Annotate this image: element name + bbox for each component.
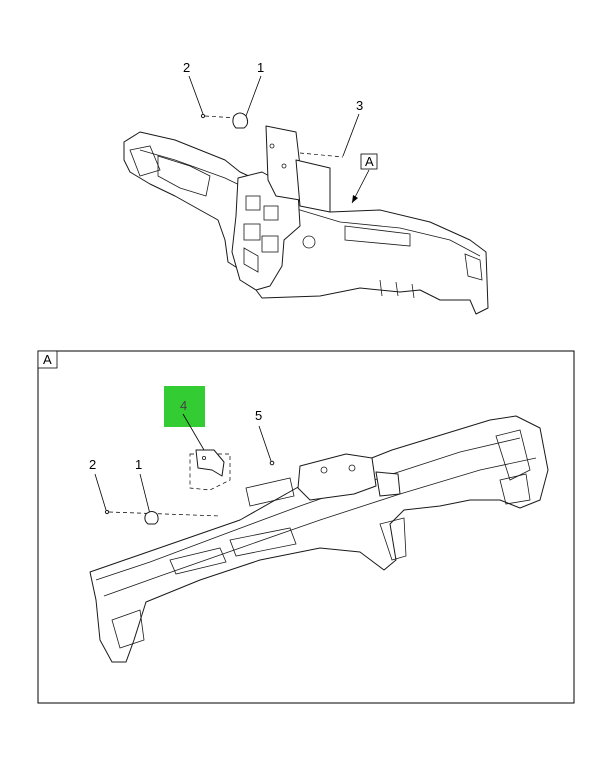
bracket-hole-2 xyxy=(281,163,287,169)
screw-5 xyxy=(269,460,275,466)
stack-vent-4 xyxy=(261,235,279,253)
callout-1-top: 1 xyxy=(257,60,264,75)
callout-2-top: 2 xyxy=(183,60,190,75)
stack-vent-3 xyxy=(243,223,261,241)
detail-view-label-box xyxy=(37,350,58,369)
callout-5: 5 xyxy=(255,408,262,423)
callout-1-detail: 1 xyxy=(135,457,142,472)
dashboard-frame-top xyxy=(123,131,489,315)
duct-drop xyxy=(379,517,407,561)
callout-4: 4 xyxy=(180,398,187,413)
beam-ridge-upper xyxy=(95,437,521,581)
leader-1-top xyxy=(245,75,262,117)
dash-2-detail xyxy=(108,511,221,517)
duct-1 xyxy=(229,527,297,557)
callout-4-highlight xyxy=(164,386,205,427)
beam-ridge-lower xyxy=(103,457,537,597)
leader-2-detail xyxy=(94,473,107,511)
callout-2-detail: 2 xyxy=(89,457,96,472)
right-end-cap xyxy=(464,253,483,281)
dash-3-top xyxy=(299,152,344,158)
screw-2-detail xyxy=(104,509,110,515)
callout-3-top: 3 xyxy=(356,98,363,113)
leader-5 xyxy=(258,425,272,462)
leader-2-top xyxy=(188,75,204,115)
detail-view-frame xyxy=(37,350,575,704)
right-panel-slot xyxy=(344,225,411,247)
beam-left-leg xyxy=(111,609,145,649)
beam-right-bracket xyxy=(495,429,531,481)
clip-1-detail xyxy=(144,511,159,525)
clip-1-top xyxy=(232,112,249,129)
leader-1-detail xyxy=(139,473,151,515)
stack-slot xyxy=(243,247,259,273)
view-marker-box xyxy=(360,153,378,170)
leader-3-top xyxy=(342,113,360,157)
screw-2-top xyxy=(200,113,206,119)
bracket-hole-1 xyxy=(269,143,275,149)
leader-4 xyxy=(182,413,205,451)
dash-2-top xyxy=(204,115,239,119)
center-module-box xyxy=(375,471,401,497)
beam-right-foot xyxy=(499,473,531,505)
frame-ridge-top xyxy=(139,149,481,257)
bracket-side xyxy=(295,159,331,213)
duct-2 xyxy=(169,547,227,575)
module-knob-2 xyxy=(348,464,356,472)
detail-view-label: A xyxy=(43,352,52,367)
bracket-4-outline xyxy=(189,453,231,491)
top-assembly-view: 2 1 3 A xyxy=(123,60,489,315)
bracket-4-hole xyxy=(201,455,206,460)
module-knob-1 xyxy=(320,466,328,474)
center-module xyxy=(297,453,377,501)
view-marker-arrowhead xyxy=(352,195,358,203)
right-lower-clips xyxy=(379,279,415,299)
stack-vent-1 xyxy=(245,195,261,211)
frame-left-recess xyxy=(157,155,211,197)
view-marker-letter: A xyxy=(365,154,374,169)
right-panel-round xyxy=(302,235,316,249)
detail-view-a: A 4 5 2 1 xyxy=(37,350,575,704)
frame-left-end xyxy=(129,145,161,177)
duct-3 xyxy=(245,477,295,507)
stack-vent-2 xyxy=(263,205,279,221)
support-beam xyxy=(89,415,549,663)
